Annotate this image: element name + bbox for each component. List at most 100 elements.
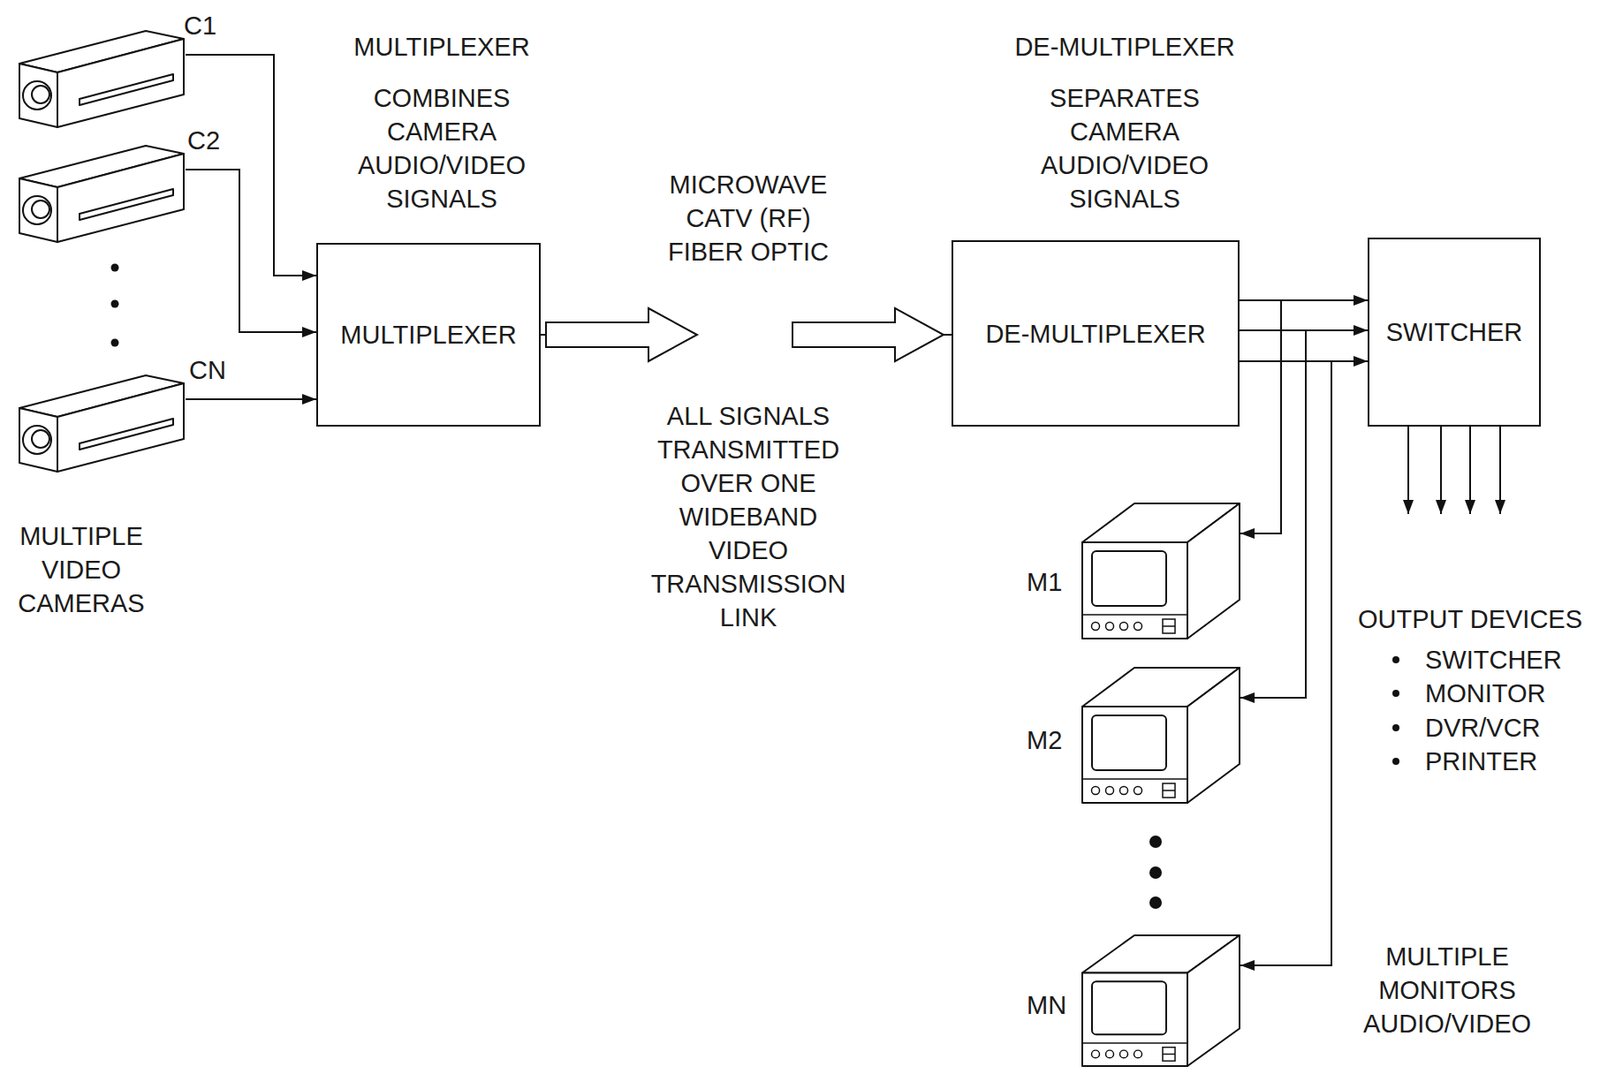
output-arrow <box>1407 426 1410 515</box>
monitor-switch <box>1162 783 1176 798</box>
video-monitor: MN <box>1081 934 1241 1068</box>
signal-connector <box>185 169 317 333</box>
signal-connector <box>185 54 317 276</box>
camera-side <box>57 153 184 243</box>
monitor-knob <box>1120 622 1129 631</box>
process-box: DE-MULTIPLEXER <box>951 240 1240 427</box>
monitor-screen <box>1091 551 1167 607</box>
list-bullets <box>1392 656 1400 766</box>
ellipsis-dot <box>111 339 120 348</box>
video-monitor: M1 <box>1081 502 1241 640</box>
camera-drawing <box>17 143 186 245</box>
monitor-switch-line <box>1162 1054 1176 1055</box>
process-box: MULTIPLEXER <box>316 242 541 427</box>
output-arrow <box>1469 426 1472 515</box>
camera-lens <box>22 81 52 110</box>
link-media-note: MICROWAVE CATV (RF) FIBER OPTIC <box>658 167 840 269</box>
monitor-knob <box>1091 787 1100 796</box>
monitor-knob <box>1106 787 1115 796</box>
section-description: SEPARATES CAMERA AUDIO/VIDEO SIGNALS <box>1030 81 1221 216</box>
ellipsis-dot <box>1149 835 1162 849</box>
output-arrow <box>1499 426 1502 515</box>
output-arrow <box>1440 426 1442 515</box>
monitor-knob <box>1106 622 1115 631</box>
monitor-switch <box>1162 619 1176 634</box>
camera-front <box>19 178 58 243</box>
monitor-knob <box>1106 1050 1115 1059</box>
monitor-knob <box>1120 1050 1129 1059</box>
camera-drawing <box>17 28 186 130</box>
monitor-label: M2 <box>1026 723 1062 758</box>
camera-lens <box>22 425 52 455</box>
camera-lens-inner <box>31 200 50 219</box>
camera-lens-inner <box>31 430 50 448</box>
camera-side <box>57 38 184 128</box>
switcher-outputs <box>1408 426 1501 515</box>
group-caption: MULTIPLE VIDEO CAMERAS <box>5 519 158 621</box>
monitor-drawing <box>1081 502 1241 640</box>
camera-drawing <box>17 372 186 475</box>
camera-front <box>19 408 58 472</box>
monitor-knob <box>1120 787 1129 796</box>
monitor-knob <box>1091 1050 1100 1059</box>
list-item: SWITCHER <box>1425 643 1563 677</box>
monitor-panel-line <box>1082 614 1188 616</box>
monitor-side <box>1187 935 1240 1067</box>
transmission-link-arrow <box>540 308 952 362</box>
list-item: DVR/VCR <box>1425 711 1541 745</box>
section-description: COMBINES CAMERA AUDIO/VIDEO SIGNALS <box>347 81 538 216</box>
monitor-knob <box>1134 787 1143 796</box>
camera-label: C2 <box>187 123 220 158</box>
camera-slot <box>79 418 174 450</box>
monitor-knob <box>1134 1050 1143 1059</box>
ellipsis-dot <box>1149 896 1162 910</box>
section-heading: MULTIPLEXER <box>353 30 530 64</box>
signal-connector <box>185 398 317 401</box>
monitor-label: M1 <box>1026 565 1062 600</box>
monitor-side <box>1187 503 1240 639</box>
camera-ellipsis <box>111 264 120 348</box>
camera-lens-inner <box>31 85 50 104</box>
monitor-panel-line <box>1082 778 1188 781</box>
camera-front <box>19 63 58 128</box>
box-label: DE-MULTIPLEXER <box>985 317 1206 351</box>
monitor-screen <box>1091 715 1167 771</box>
signal-connector <box>1239 300 1282 534</box>
monitor-front <box>1082 706 1188 804</box>
camera-slot <box>79 189 174 220</box>
monitor-label: MN <box>1026 988 1067 1023</box>
monitor-knob <box>1091 622 1100 631</box>
video-camera: C2 <box>17 143 186 245</box>
signal-connector <box>1239 330 1306 698</box>
process-box: SWITCHER <box>1367 237 1541 427</box>
link-description: ALL SIGNALS TRANSMITTED OVER ONE WIDEBAN… <box>644 399 853 635</box>
camera-label: CN <box>189 353 227 387</box>
camera-slot <box>79 74 174 106</box>
monitor-front <box>1082 542 1188 639</box>
list-heading: OUTPUT DEVICES <box>1357 602 1583 637</box>
bullet-dot <box>1392 656 1400 664</box>
camera-side <box>57 383 184 472</box>
monitor-switch <box>1162 1047 1176 1062</box>
monitor-front <box>1082 973 1188 1067</box>
section-heading: DE-MULTIPLEXER <box>1014 30 1235 64</box>
monitor-drawing <box>1081 934 1241 1068</box>
list-item: MONITOR <box>1425 676 1546 711</box>
bullet-dot <box>1392 758 1400 766</box>
ellipsis-dot <box>111 264 120 273</box>
bullet-dot <box>1392 690 1400 698</box>
list-item: PRINTER <box>1425 744 1538 779</box>
signal-connector <box>1239 361 1332 966</box>
monitor-knob <box>1134 622 1143 631</box>
monitor-drawing <box>1081 667 1241 804</box>
bullet-dot <box>1392 724 1400 732</box>
video-monitor: M2 <box>1081 667 1241 804</box>
camera-label: C1 <box>183 8 217 43</box>
box-label: SWITCHER <box>1386 315 1524 349</box>
monitor-screen <box>1091 981 1167 1035</box>
